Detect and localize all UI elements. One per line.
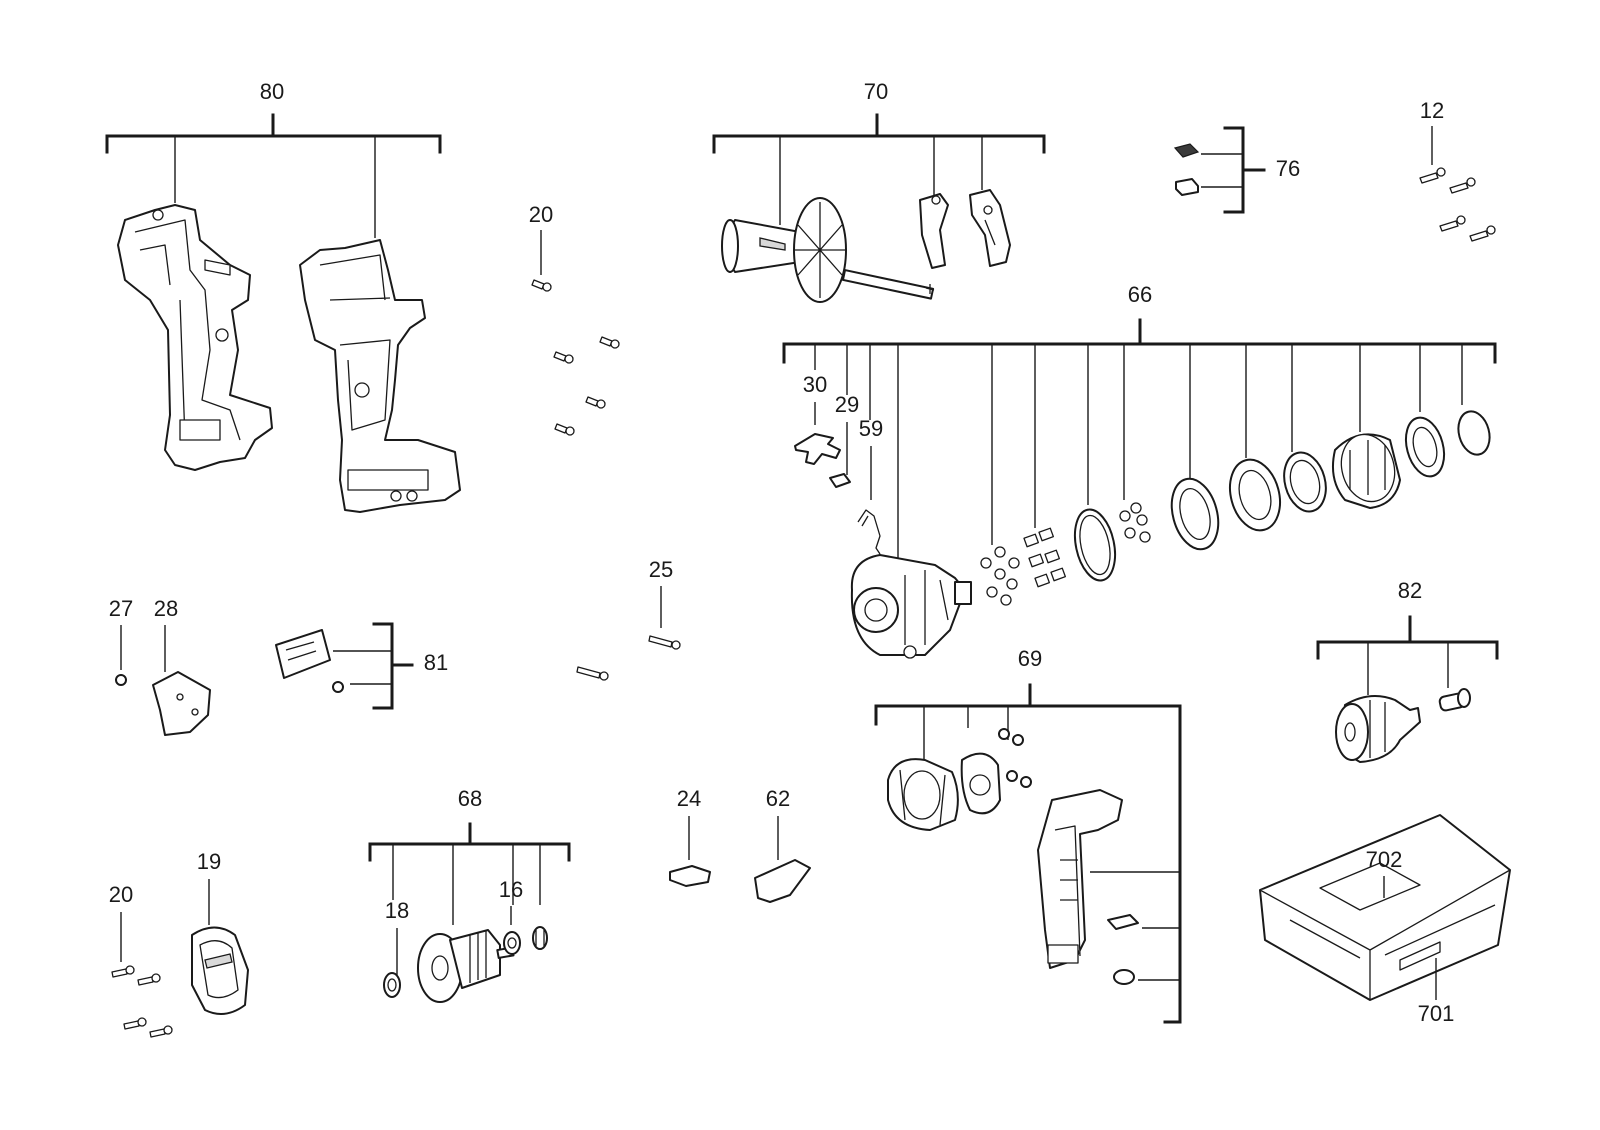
small-part-b[interactable]: [1175, 178, 1199, 196]
callout-59[interactable]: 59: [859, 416, 883, 441]
bearing[interactable]: [532, 926, 548, 950]
screw[interactable]: [149, 1025, 173, 1038]
group-27-28: 27 28: [109, 596, 211, 736]
small-bracket[interactable]: [1107, 914, 1139, 930]
callout-80[interactable]: 80: [260, 79, 284, 104]
gear-cover-19[interactable]: [191, 926, 249, 1015]
baffle-plate[interactable]: [960, 752, 1001, 815]
group-76: 76: [1173, 126, 1300, 214]
screw[interactable]: [585, 396, 606, 409]
clutch-plate[interactable]: [1400, 413, 1450, 480]
pcb-switch-module[interactable]: [1037, 789, 1123, 969]
callout-20-bottom[interactable]: 20: [109, 882, 133, 907]
group-701-702-case: 702 701: [1259, 814, 1511, 1026]
callout-81[interactable]: 81: [424, 650, 448, 675]
belt-clip-bracket-28[interactable]: [152, 671, 211, 736]
group-80-housing: 80: [105, 79, 461, 513]
pad-24[interactable]: [669, 865, 711, 887]
screw[interactable]: [648, 635, 681, 650]
roller-set[interactable]: [1023, 527, 1066, 588]
callout-18[interactable]: 18: [385, 898, 409, 923]
group-81: 81: [275, 622, 448, 710]
keyless-chuck[interactable]: [1335, 695, 1421, 763]
screw[interactable]: [576, 666, 609, 681]
chuck-screw[interactable]: [1438, 688, 1471, 712]
screw[interactable]: [137, 973, 161, 986]
side-handle-clamp-piece-2[interactable]: [969, 189, 1011, 267]
ring-gear-3[interactable]: [1278, 448, 1332, 516]
label-plate[interactable]: [275, 629, 331, 679]
callout-30[interactable]: 30: [803, 372, 827, 397]
mode-selector-part-30[interactable]: [794, 433, 841, 465]
group-70-side-handle: 70: [712, 79, 1046, 303]
ring-gear-2[interactable]: [1223, 454, 1288, 536]
housing-right-half[interactable]: [299, 239, 461, 513]
callout-701[interactable]: 701: [1418, 1001, 1455, 1026]
callout-76[interactable]: 76: [1276, 156, 1300, 181]
screw[interactable]: [1469, 225, 1496, 242]
callout-19[interactable]: 19: [197, 849, 221, 874]
group-20-screws-top: 20: [529, 202, 620, 436]
clutch-cage[interactable]: [1332, 428, 1402, 509]
small-part-a[interactable]: [1173, 143, 1200, 158]
callout-28[interactable]: 28: [154, 596, 178, 621]
screw[interactable]: [553, 351, 574, 364]
callout-70[interactable]: 70: [864, 79, 888, 104]
ball-set-a[interactable]: [980, 546, 1020, 606]
group-69-electronics: 69: [874, 646, 1182, 1024]
group-24-62: 24 62: [669, 786, 811, 903]
callout-702[interactable]: 702: [1366, 847, 1403, 872]
screw[interactable]: [1449, 177, 1476, 194]
callout-69[interactable]: 69: [1018, 646, 1042, 671]
callout-27[interactable]: 27: [109, 596, 133, 621]
screw[interactable]: [1439, 215, 1466, 232]
callout-25[interactable]: 25: [649, 557, 673, 582]
stator[interactable]: [887, 758, 959, 831]
group-82-chuck: 82: [1316, 578, 1499, 763]
group-68-rotor: 68 18 16: [368, 786, 571, 1003]
screw-set[interactable]: [998, 728, 1032, 788]
screw[interactable]: [123, 1017, 147, 1030]
thin-washer[interactable]: [1069, 506, 1121, 584]
screw[interactable]: [111, 965, 135, 978]
screw[interactable]: [1419, 167, 1446, 184]
group-66-gearbox: 66 30 29 59: [782, 282, 1497, 659]
wire-clip-59[interactable]: [857, 509, 881, 555]
housing-left-half[interactable]: [117, 204, 273, 471]
screw[interactable]: [554, 423, 575, 436]
ring-gear-1[interactable]: [1164, 474, 1225, 555]
ball-set-b[interactable]: [1119, 502, 1151, 543]
callout-24[interactable]: 24: [677, 786, 701, 811]
side-handle[interactable]: [721, 197, 935, 303]
callout-20-top[interactable]: 20: [529, 202, 553, 227]
callout-68[interactable]: 68: [458, 786, 482, 811]
group-12-screws: 12: [1419, 98, 1496, 242]
callout-16[interactable]: 16: [499, 877, 523, 902]
retaining-ring[interactable]: [1454, 408, 1494, 458]
small-knob[interactable]: [1113, 969, 1135, 985]
carry-case[interactable]: [1259, 814, 1511, 1001]
group-19-20: 19 20: [109, 849, 249, 1038]
bearing-16[interactable]: [503, 931, 521, 955]
callout-12[interactable]: 12: [1420, 98, 1444, 123]
nut-27[interactable]: [115, 674, 127, 686]
callout-82[interactable]: 82: [1398, 578, 1422, 603]
gear-housing[interactable]: [850, 554, 972, 659]
label-screw[interactable]: [332, 681, 344, 693]
callout-62[interactable]: 62: [766, 786, 790, 811]
side-handle-clamp-piece[interactable]: [919, 193, 949, 269]
bearing-18[interactable]: [383, 972, 401, 998]
screw[interactable]: [531, 279, 552, 292]
screw[interactable]: [599, 336, 620, 349]
callout-29[interactable]: 29: [835, 392, 859, 417]
wedge-62[interactable]: [754, 859, 811, 903]
group-25-screws: 25: [576, 557, 681, 681]
callout-66[interactable]: 66: [1128, 282, 1152, 307]
spring-part-29[interactable]: [829, 473, 851, 488]
rotor[interactable]: [417, 929, 515, 1003]
